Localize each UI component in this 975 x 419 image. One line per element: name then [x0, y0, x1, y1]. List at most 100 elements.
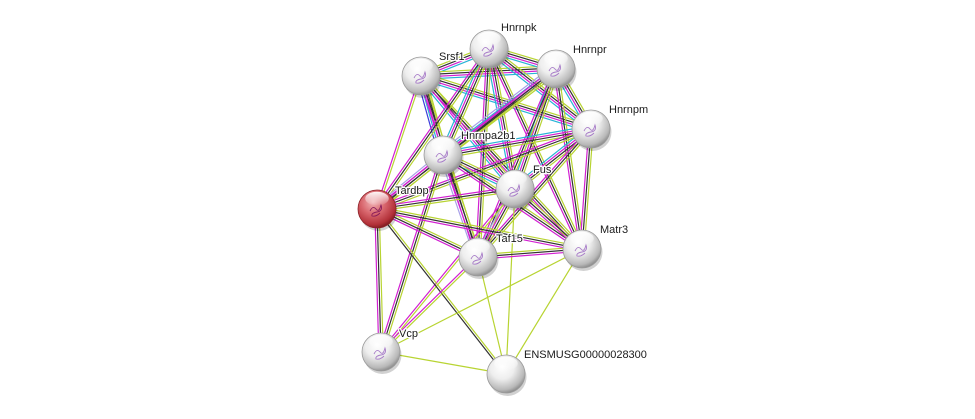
protein-structure-icon [583, 123, 596, 137]
edge-evidence-experiments [376, 186, 516, 208]
edge-evidence-coexpression [442, 129, 592, 157]
edge-evidence-coexpression [380, 154, 444, 353]
edge-evidence-homology [439, 64, 554, 153]
edge-evidence-databases [441, 125, 592, 153]
edge-tardbp-vcp[interactable] [374, 208, 384, 353]
edge-evidence-textmining [505, 248, 583, 375]
edge-matr3-vcp[interactable] [380, 248, 583, 353]
edge-evidence-textmining [378, 208, 384, 353]
protein-structure-icon [574, 243, 587, 257]
edge-hnrnpm-hnrnpa2b1[interactable] [441, 125, 593, 159]
edge-evidence-textmining [442, 131, 593, 159]
edge-evidence-textmining [583, 128, 594, 250]
edge-fus-vcp[interactable] [379, 187, 517, 354]
edge-evidence-textmining [505, 188, 516, 375]
edge-vcp-ensmusg00000028300[interactable] [380, 351, 507, 375]
node-highlight [365, 191, 389, 206]
node-highlight [466, 239, 490, 254]
edge-evidence-coexpression [376, 128, 592, 210]
edge-evidence-experiments [487, 49, 591, 131]
edge-evidence-textmining [445, 71, 560, 160]
protein-structure-icon [481, 43, 494, 57]
edge-evidence-databases [420, 71, 557, 80]
node-hnrnpm[interactable]: Hnrnpm [571, 103, 649, 151]
edge-matr3-ensmusg00000028300[interactable] [505, 248, 583, 375]
edge-evidence-textmining [490, 45, 594, 128]
edge-evidence-textmining [490, 47, 585, 249]
edge-taf15-vcp[interactable] [379, 255, 480, 354]
edge-evidence-textmining [378, 49, 492, 211]
node-ensmusg00000028300[interactable]: ENSMUSG00000028300 [486, 348, 648, 396]
edge-evidence-textmining [445, 49, 493, 157]
node-fus[interactable]: Fus [495, 163, 553, 211]
edge-evidence-textmining [479, 48, 492, 258]
edge-srsf1-tardbp[interactable] [375, 75, 423, 210]
node-highlight [409, 58, 433, 73]
node-highlight [477, 31, 501, 46]
edge-evidence-textmining [557, 68, 585, 250]
edge-evidence-experiments [420, 76, 592, 131]
edge-evidence-textmining [422, 73, 585, 249]
node-label: Tardbp [395, 185, 429, 197]
protein-structure-icon [369, 203, 382, 217]
node-vcp[interactable]: Vcp [361, 327, 419, 374]
edge-hnrnpk-tardbp[interactable] [374, 47, 492, 211]
protein-structure-icon [373, 346, 386, 360]
edge-hnrnpk-hnrnpm[interactable] [486, 45, 594, 133]
edge-evidence-coexpression [420, 67, 557, 76]
edge-evidence-coexpression [489, 48, 517, 190]
edge-tardbp-matr3[interactable] [375, 206, 584, 252]
edge-evidence-coexpression [376, 188, 516, 210]
edge-evidence-coexpression [581, 128, 592, 250]
node-hnrnpr[interactable]: Hnrnpr [536, 43, 608, 91]
node-highlight [431, 137, 455, 152]
edge-evidence-textmining [377, 75, 423, 210]
edge-evidence-textmining [380, 248, 583, 353]
node-label: Hnrnpr [573, 44, 607, 56]
edge-taf15-ensmusg00000028300[interactable] [477, 256, 507, 375]
edge-hnrnpm-matr3[interactable] [579, 128, 594, 250]
edge-evidence-experiments [375, 126, 591, 208]
node-label: Hnrnpk [501, 22, 537, 34]
edge-evidence-coexpression [477, 48, 490, 258]
edge-evidence-databases [486, 50, 590, 133]
edge-evidence-coexpression [376, 48, 490, 210]
node-hnrnpa2b1[interactable]: Hnrnpa2b1 [423, 129, 517, 177]
edge-evidence-experiments [375, 210, 583, 252]
edge-evidence-coexpression [489, 47, 593, 129]
edge-evidence-coexpression [555, 68, 583, 250]
edge-fus-tardbp[interactable] [376, 186, 516, 212]
edge-evidence-experiments [487, 48, 515, 190]
edge-evidence-experiments [475, 48, 488, 258]
node-srsf1[interactable]: Srsf1 [401, 50, 466, 98]
edge-fus-ensmusg00000028300[interactable] [505, 188, 516, 375]
edge-evidence-experiments [579, 128, 590, 250]
edge-evidence-experiments [442, 127, 592, 155]
node-highlight [570, 231, 594, 246]
edge-hnrnpk-taf15[interactable] [475, 48, 492, 258]
node-taf15[interactable]: Taf15 [458, 232, 524, 279]
edge-evidence-experiments [379, 255, 478, 352]
node-highlight [544, 51, 568, 66]
node-highlight [579, 111, 603, 126]
protein-structure-icon [507, 183, 520, 197]
edge-evidence-textmining [380, 351, 507, 375]
edge-evidence-databases [439, 47, 487, 155]
node-matr3[interactable]: Matr3 [562, 223, 629, 271]
node-hnrnpk[interactable]: Hnrnpk [469, 21, 538, 71]
edge-evidence-coexpression [477, 128, 592, 258]
protein-structure-icon [435, 149, 448, 163]
edge-evidence-textmining [376, 190, 516, 212]
node-tardbp[interactable]: Tardbp [357, 184, 430, 231]
edge-evidence-experiments [375, 75, 421, 210]
edge-evidence-textmining [421, 72, 593, 127]
protein-structure-icon [548, 63, 561, 77]
edge-evidence-experiments [379, 187, 515, 352]
edges-layer [374, 45, 595, 376]
node-highlight [494, 356, 518, 371]
edge-evidence-experiments [420, 69, 557, 78]
node-highlight [503, 171, 527, 186]
node-label: ENSMUSG00000028300 [524, 349, 647, 361]
